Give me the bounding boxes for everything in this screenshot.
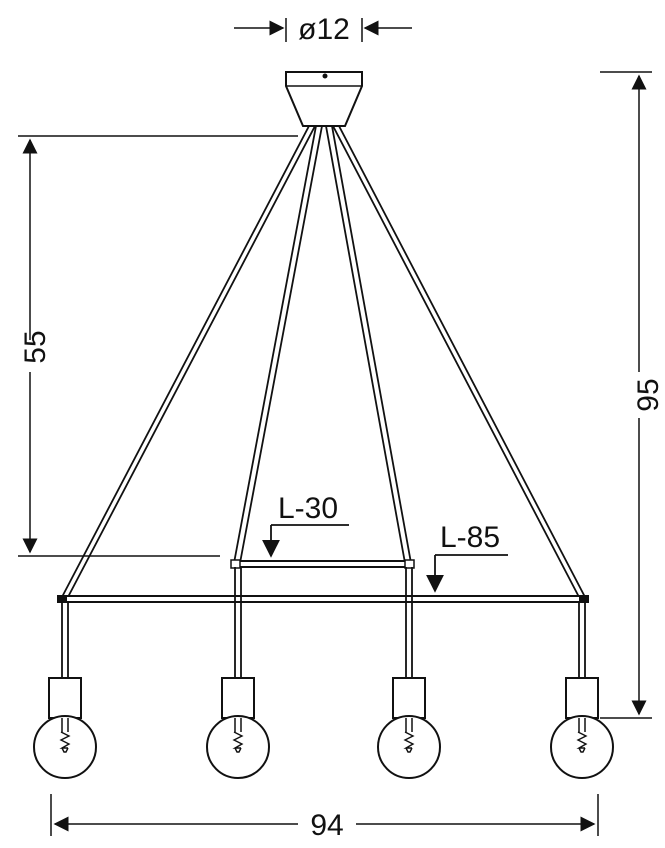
long-bar-length-label: L-85	[440, 521, 500, 554]
long-cross-bar	[57, 595, 589, 603]
ceiling-canopy	[285, 71, 363, 127]
suspension-height-dimension: 55	[18, 135, 298, 557]
canopy-diameter-label: ø12	[298, 13, 350, 46]
lamp-3	[377, 677, 441, 779]
total-width-dimension: 94	[50, 794, 599, 842]
total-height-label: 95	[632, 378, 665, 411]
lamp-1	[33, 677, 97, 779]
lamp-4	[550, 677, 614, 779]
total-width-label: 94	[310, 809, 343, 842]
long-bar-length-callout: L-85	[426, 521, 508, 593]
total-height-dimension: 95	[600, 71, 665, 719]
lamp-2	[206, 677, 270, 779]
lamp-drop-cables	[61, 567, 586, 678]
short-bar-length-callout: L-30	[262, 492, 349, 558]
canopy-diameter-dimension: ø12	[234, 13, 412, 46]
short-cross-bar	[230, 559, 415, 569]
suspension-wires	[61, 125, 586, 598]
short-bar-length-label: L-30	[278, 492, 338, 525]
suspension-height-label: 55	[19, 330, 52, 363]
